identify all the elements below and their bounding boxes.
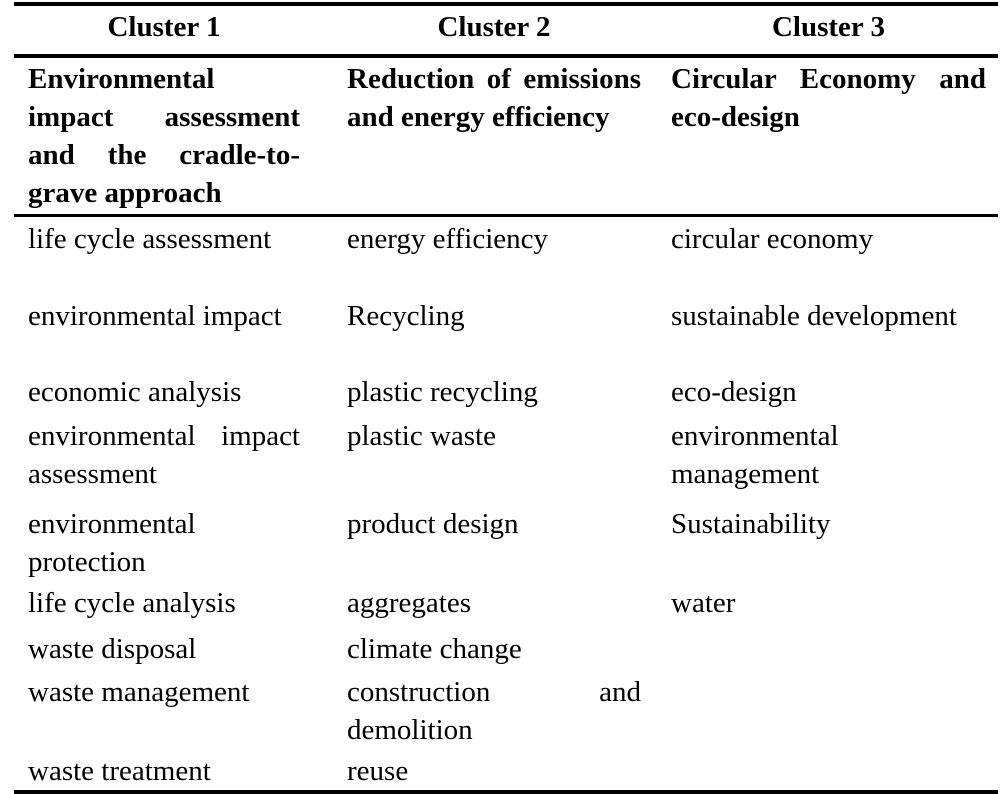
table-cell: life cycle analysis: [28, 587, 236, 619]
table-cell: Recycling: [347, 300, 465, 332]
table-row: environmental impact assessment plastic …: [14, 414, 998, 502]
table-row: waste disposal climate change: [14, 627, 998, 670]
table-cell: environmental management: [671, 420, 839, 490]
table-cell: [657, 749, 998, 794]
table-cell: energy efficiency: [347, 223, 549, 255]
table-cell: environmental protection: [28, 508, 196, 578]
table-cell: environmental impact assessment: [28, 420, 300, 490]
table-cell: waste management: [28, 676, 250, 708]
table-row: life cycle assessment energy efficiency …: [14, 216, 998, 295]
table-cell: eco-design: [671, 376, 797, 408]
table-cell: environmental impact: [28, 300, 282, 332]
table-row: environmental protection product design …: [14, 502, 998, 581]
table-cell: climate change: [347, 633, 522, 665]
subheader-row: Environmental impact assessment and the …: [14, 56, 998, 217]
table-cell: reuse: [320, 749, 657, 794]
subheader-cluster-1: Environmental impact assessment and the …: [14, 56, 320, 217]
table-cell: water: [671, 587, 736, 619]
header-row: Cluster 1 Cluster 2 Cluster 3: [14, 2, 998, 58]
table-cell: life cycle assessment: [28, 223, 272, 255]
table-cell: product design: [347, 508, 519, 540]
header-cluster-1: Cluster 1: [14, 2, 320, 58]
table-cell: economic analysis: [28, 376, 242, 408]
table-cell: Sustainability: [671, 508, 831, 540]
subheader-cluster-2: Reduction of emissions and energy effici…: [320, 56, 657, 217]
table-row: waste treatment reuse: [14, 749, 998, 794]
table-row: life cycle analysis aggregates water: [14, 581, 998, 627]
cluster-keywords-table: Cluster 1 Cluster 2 Cluster 3 Environmen…: [14, 2, 998, 794]
table-row: environmental impact Recycling sustainab…: [14, 294, 998, 370]
subheader-cluster-3: Circular Economy and eco-design: [657, 56, 998, 217]
table-cell: construction and demolition: [347, 676, 641, 746]
table-cell: sustainable development: [671, 300, 957, 332]
table-row: economic analysis plastic recycling eco-…: [14, 370, 998, 414]
table-row: waste management construction and demoli…: [14, 670, 998, 749]
table-cell: waste treatment: [14, 749, 320, 794]
table-cell: [657, 627, 998, 670]
table-cell: waste disposal: [28, 633, 197, 665]
table-cell: [657, 670, 998, 749]
table-cell: plastic recycling: [347, 376, 538, 408]
header-cluster-2: Cluster 2: [320, 2, 657, 58]
table-cell: plastic waste: [347, 420, 496, 452]
table-cell: aggregates: [347, 587, 471, 619]
table-cell: circular economy: [671, 223, 874, 255]
header-cluster-3: Cluster 3: [657, 2, 998, 58]
